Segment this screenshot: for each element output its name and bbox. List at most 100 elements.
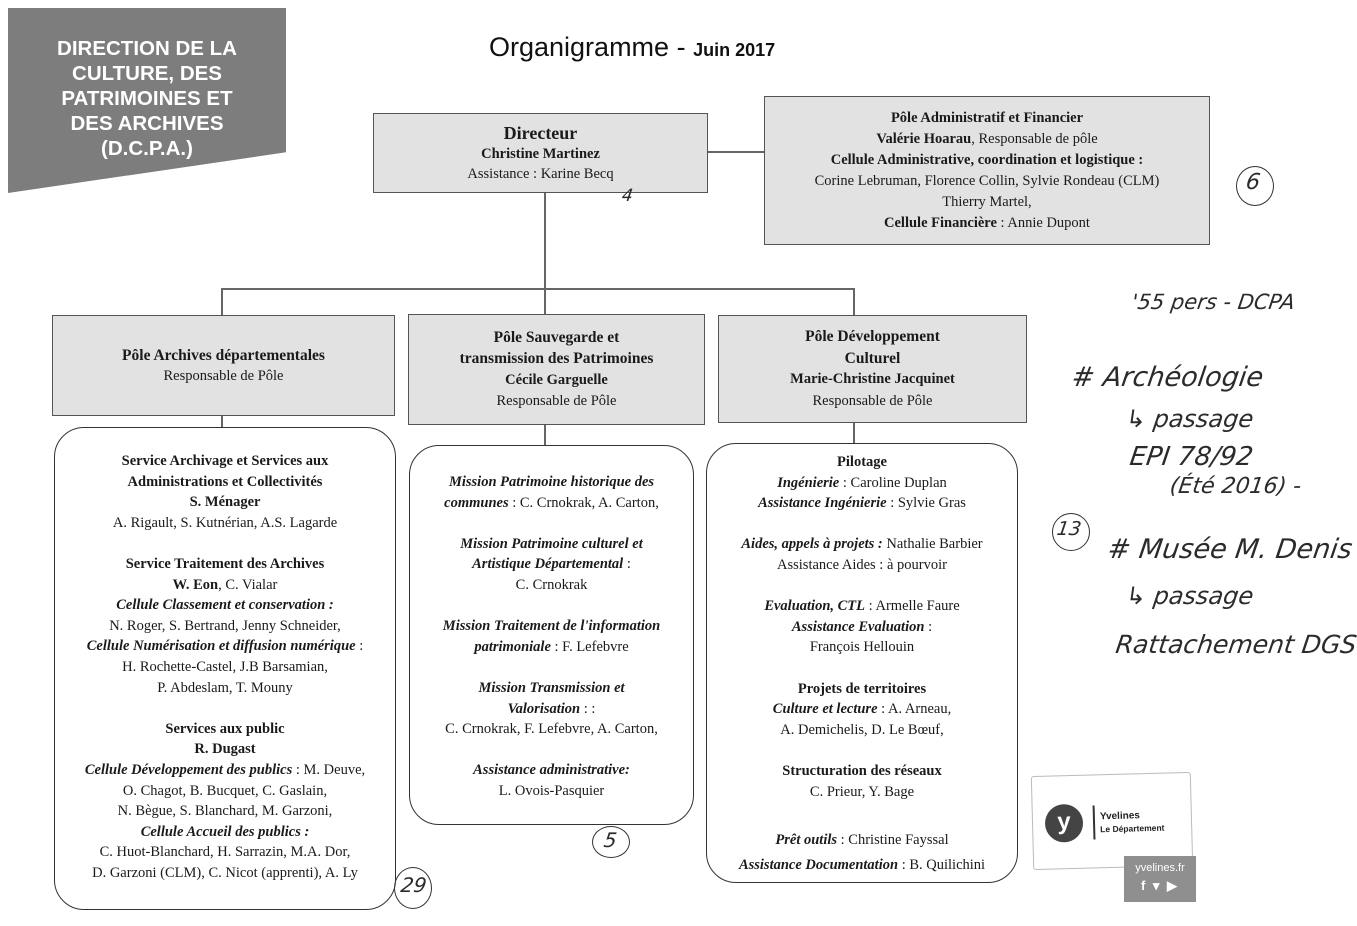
title-text: Organigramme -: [489, 32, 694, 62]
count-circle-5: [592, 826, 630, 858]
evaluation-member: : Armelle Faure: [865, 598, 960, 615]
aides-title: Aides, appels à projets :: [741, 536, 883, 553]
pole-culturel-box: Pôle Développement Culturel Marie-Christ…: [718, 315, 1027, 423]
pole-admin-responsable-name: Valérie Hoarau: [876, 130, 972, 147]
service-traitement-title: Service Traitement des Archives: [125, 555, 325, 572]
mission-historique-title: Mission Patrimoine historique des: [448, 474, 655, 490]
mission-transmission-title: Mission Transmission et: [478, 679, 625, 696]
aides-line: Aides, appels à projets : Nathalie Barbi…: [707, 534, 1017, 555]
connector-culturel: [853, 288, 855, 316]
pret-outils-member: : Christine Fayssal: [837, 832, 949, 849]
service-traitement-head-rest: , C. Vialar: [218, 576, 278, 593]
yvelines-logo-mark: y: [1044, 803, 1084, 843]
social-icons: f ▾ ▶: [1140, 878, 1180, 893]
mission-culturel-colon: :: [623, 556, 631, 573]
directeur-box: Directeur Christine Martinez Assistance …: [373, 113, 708, 193]
mission-historique-title-2: communes: [444, 494, 509, 511]
mission-historique-members: : C. Crnokrak, A. Carton,: [508, 494, 659, 511]
directeur-name: Christine Martinez: [481, 146, 600, 162]
directeur-title: Directeur: [503, 123, 578, 143]
pole-admin-responsable-role: , Responsable de pôle: [971, 130, 1098, 147]
assistance-administrative-title: Assistance administrative:: [473, 762, 630, 779]
cellule-financiere-member: : Annie Dupont: [996, 214, 1090, 231]
count-circle-admin: [1236, 166, 1274, 206]
assistance-documentation-title: Assistance Documentation: [738, 856, 899, 873]
assistance-administrative-member: L. Ovois-Pasquier: [498, 782, 605, 799]
pole-admin-box: Pôle Administratif et Financier Valérie …: [764, 96, 1210, 245]
cellule-numerisation-members: H. Rochette-Castel, J.B Barsamian,: [122, 658, 328, 675]
mission-traitement-title-2: patrimoniale: [474, 638, 551, 655]
mission-culturel-title-2: Artistique Départemental: [472, 556, 624, 573]
patrimoines-missions-box: Mission Patrimoine historique des commun…: [409, 445, 694, 825]
service-traitement-head: W. Eon, C. Vialar: [55, 575, 395, 596]
assistance-documentation-line: Assistance Documentation : B. Quilichini: [707, 855, 1017, 876]
directeur-assistance: Assistance : Karine Becq: [467, 166, 614, 182]
pole-archives-role: Responsable de Pôle: [163, 367, 284, 384]
assistance-ingenierie-line: Assistance Ingénierie : Sylvie Gras: [707, 493, 1017, 514]
evaluation-title: Evaluation, CTL: [764, 598, 866, 615]
cellule-numerisation: Cellule Numérisation et diffusion numéri…: [55, 636, 395, 657]
title-date: Juin 2017: [693, 40, 776, 60]
note-musee: # Musée M. Denis: [1105, 534, 1355, 565]
connector-dir-down: [544, 192, 546, 289]
structuration-reseaux-members: C. Prieur, Y. Bage: [809, 783, 915, 800]
pole-patrimoines-role: Responsable de Pôle: [496, 393, 617, 409]
banner-line: DIRECTION DE LA: [57, 37, 237, 60]
cellule-developpement-title: Cellule Développement des publics: [84, 761, 293, 778]
ingenierie-title: Ingénierie: [777, 474, 840, 491]
cellule-accueil-members: C. Huot-Blanchard, H. Sarrazin, M.A. Dor…: [99, 844, 351, 861]
count-13: 13: [1055, 518, 1083, 540]
note-ete: (Été 2016) -: [1168, 474, 1303, 499]
pole-admin-title: Pôle Administratif et Financier: [890, 109, 1084, 126]
website-url: yvelines.fr: [1135, 862, 1185, 874]
mission-traitement-line: patrimoniale : F. Lefebvre: [410, 637, 693, 658]
mission-culturel-title: Mission Patrimoine culturel et: [460, 535, 643, 552]
structuration-reseaux-title: Structuration des réseaux: [782, 762, 942, 779]
services-public-head: R. Dugast: [194, 741, 256, 758]
logo-name: Yvelines: [1099, 810, 1141, 823]
cellule-financiere: Cellule Financière : Annie Dupont: [765, 213, 1209, 234]
pret-outils-line: Prêt outils : Christine Fayssal: [707, 830, 1017, 851]
connector-archives-services: [221, 414, 223, 428]
pole-archives-title: Pôle Archives départementales: [122, 346, 325, 364]
pole-patrimoines-title-1: Pôle Sauvegarde et: [493, 328, 620, 346]
connector-patrimoines: [544, 288, 546, 314]
assistance-evaluation-colon: :: [924, 618, 933, 635]
pilotage-title: Pilotage: [837, 454, 887, 470]
cellule-accueil-members-2: D. Garzoni (CLM), C. Nicot (apprenti), A…: [92, 864, 358, 881]
culture-lecture-title: Culture et lecture: [772, 701, 878, 718]
website-badge: yvelines.fr f ▾ ▶: [1124, 856, 1196, 902]
pole-patrimoines-title-2: transmission des Patrimoines: [459, 350, 654, 367]
projets-territoires-title: Projets de territoires: [797, 680, 927, 697]
banner-line: DES ARCHIVES: [70, 112, 224, 135]
banner-line: (D.C.P.A.): [101, 137, 193, 160]
evaluation-line: Evaluation, CTL : Armelle Faure: [707, 596, 1017, 617]
ingenierie-member: : Caroline Duplan: [839, 474, 947, 491]
note-epi: EPI 78/92: [1127, 442, 1256, 472]
cellule-numerisation-rest: :: [355, 638, 364, 655]
service-archivage-members: A. Rigault, S. Kutnérian, A.S. Lagarde: [112, 514, 338, 531]
note-pers-dcpa: '55 pers - DCPA: [1130, 290, 1297, 314]
count-circle-29: [394, 867, 432, 909]
page-title: Organigramme - Juin 2017: [489, 32, 775, 63]
pole-culturel-head: Marie-Christine Jacquinet: [790, 371, 955, 387]
cellule-admin-members: Corine Lebruman, Florence Collin, Sylvie…: [814, 172, 1160, 189]
cellule-developpement: Cellule Développement des publics : M. D…: [55, 760, 395, 781]
cellule-classement: Cellule Classement et conservation :: [116, 597, 334, 614]
note-rattachement: Rattachement DGS -: [1113, 630, 1357, 659]
mission-traitement-members: : F. Lefebvre: [550, 638, 629, 655]
service-archivage-head: S. Ménager: [189, 494, 261, 511]
services-public-title: Services aux public: [165, 720, 285, 737]
cellule-developpement-members: O. Chagot, B. Bucquet, C. Gaslain,: [122, 782, 328, 799]
mission-historique-line: communes : C. Crnokrak, A. Carton,: [410, 493, 693, 514]
service-archivage-title-2: Administrations et Collectivités: [127, 473, 323, 490]
cellule-financiere-title: Cellule Financière: [884, 214, 997, 231]
mark-directeur: 4: [620, 186, 635, 206]
connector-patrimoines-missions: [544, 424, 546, 446]
mission-traitement-title: Mission Traitement de l'information: [442, 618, 661, 635]
pole-culturel-title-2: Culturel: [844, 349, 901, 367]
cellule-admin-members-2: Thierry Martel,: [942, 193, 1032, 210]
pole-archives-box: Pôle Archives départementales Responsabl…: [52, 315, 395, 416]
cellule-accueil: Cellule Accueil des publics :: [140, 823, 310, 840]
assistance-aides: Assistance Aides : à pourvoir: [777, 556, 947, 573]
